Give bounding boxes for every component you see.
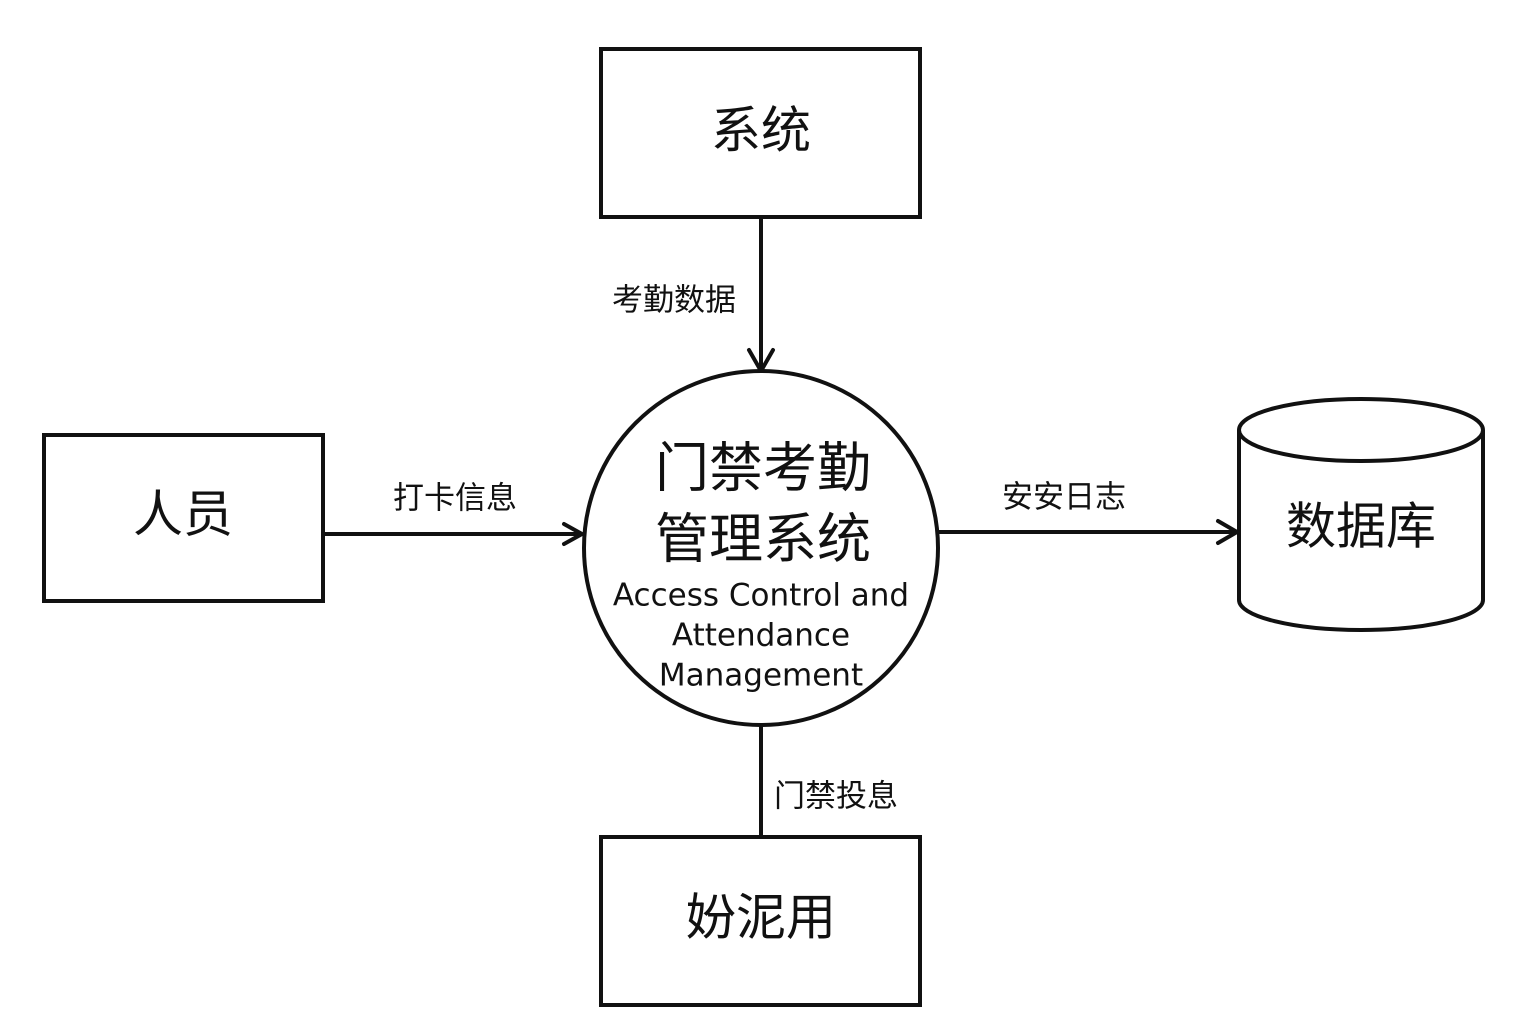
- entity-personnel-box[interactable]: [42, 433, 325, 603]
- center-process-title-line1: 门禁考勤: [655, 437, 871, 500]
- center-process-subtitle-line1: Access Control and: [613, 578, 909, 614]
- flow-security-log-label: 安安日志: [1002, 480, 1126, 516]
- entity-bottom-label: 妢泥用: [686, 889, 836, 947]
- center-process-title-line2: 管理系统: [655, 508, 871, 571]
- entity-system[interactable]: 系统: [599, 47, 922, 219]
- flow-attendance-data[interactable]: 考勤数据: [612, 217, 775, 373]
- entity-database-label: 数据库: [1286, 498, 1436, 556]
- flow-access-info-label: 门禁投息: [774, 779, 898, 815]
- entity-personnel[interactable]: 人员: [42, 433, 325, 603]
- entity-database[interactable]: 数据库: [1237, 397, 1485, 632]
- flow-attendance-data-label: 考勤数据: [612, 283, 736, 319]
- entity-personnel-label: 人员: [133, 486, 233, 544]
- database-cylinder-top[interactable]: [1237, 397, 1485, 463]
- center-process-circle[interactable]: [582, 369, 940, 727]
- flow-clock-in-info-label: 打卡信息: [393, 481, 517, 517]
- database-cylinder-body[interactable]: [1237, 430, 1485, 632]
- arrowhead-right-icon: [1216, 519, 1239, 545]
- flow-access-info[interactable]: 门禁投息: [759, 725, 898, 837]
- center-process-subtitle-line2: Attendance: [672, 618, 850, 654]
- flow-clock-in-info[interactable]: 打卡信息: [323, 481, 584, 546]
- center-process[interactable]: 门禁考勤 管理系统 Access Control and Attendance …: [582, 369, 940, 727]
- center-process-subtitle-line3: Management: [659, 658, 863, 694]
- entity-system-box[interactable]: [599, 47, 922, 219]
- flow-security-log[interactable]: 安安日志: [938, 480, 1239, 545]
- entity-bottom[interactable]: 妢泥用: [599, 835, 922, 1007]
- entity-system-label: 系统: [711, 102, 811, 160]
- arrowhead-right-icon: [562, 522, 584, 546]
